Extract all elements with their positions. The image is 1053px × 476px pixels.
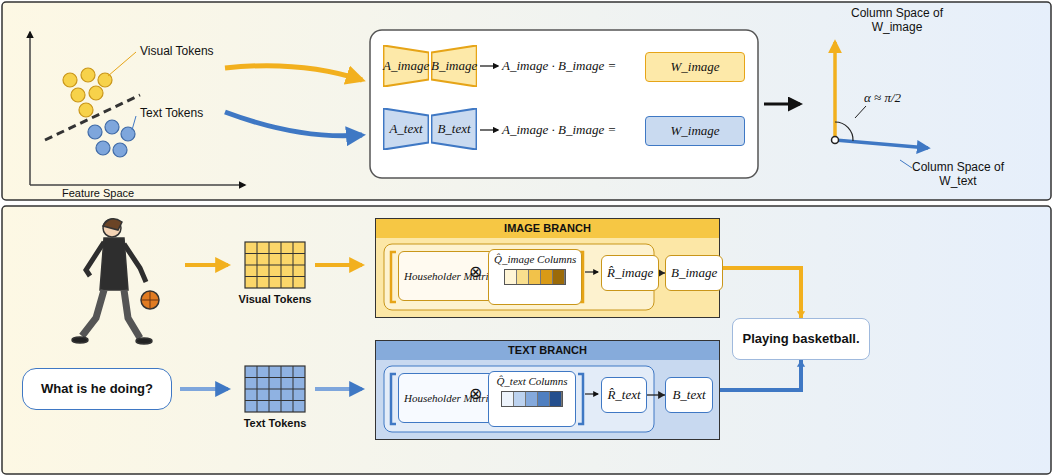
small-arrow: [480, 65, 498, 66]
annotation-label: Feature Space: [62, 187, 172, 200]
column-cell: [541, 270, 553, 284]
node-text: Q̂_text Columns: [496, 375, 567, 388]
small-arrow: [585, 271, 598, 272]
process-box: W_image: [645, 52, 745, 82]
column-strip: [501, 391, 563, 407]
small-arrow: [585, 393, 598, 394]
branch-band: TEXT BRANCH Householder MatrixQ̂_text Col…: [375, 340, 720, 440]
annotation-label: Visual Tokens: [140, 44, 250, 58]
lora-matrix: B_text: [431, 108, 477, 150]
process-box: What is he doing?: [22, 368, 172, 410]
process-box: Householder Matrix: [398, 251, 500, 301]
connector: [720, 268, 805, 318]
lora-matrix: A_image: [383, 45, 429, 87]
column-cell: [538, 392, 550, 406]
process-box: Q̂_image Columns: [488, 249, 582, 305]
column-cell: [517, 270, 529, 284]
column-cell: [505, 270, 517, 284]
annotation-label: Text Tokens: [232, 417, 318, 430]
annotation-label: α ≈ π/2: [864, 90, 934, 106]
node-text: B_text: [672, 388, 705, 403]
node-text: Playing basketball.: [742, 332, 859, 347]
lora-matrix: A_text: [383, 108, 429, 150]
column-cell: [550, 392, 562, 406]
branch-band: IMAGE BRANCH Householder MatrixQ̂_image C…: [375, 218, 720, 318]
branch-title: IMAGE BRANCH: [376, 222, 719, 235]
node-text: A_text: [389, 122, 422, 137]
connector: [647, 391, 665, 399]
column-cell: [502, 392, 514, 406]
lora-matrix: B_image: [431, 45, 477, 87]
visual-token-grid: [245, 242, 305, 288]
column-strip: [504, 269, 566, 285]
annotation-label: A_image · B_image =: [502, 122, 642, 138]
annotation-label: Column Space of W_text: [898, 160, 1018, 189]
lora-container: [370, 30, 758, 178]
node-text: R̂_image: [607, 266, 653, 281]
process-box: R̂_image: [601, 255, 659, 291]
annotation-label: ⊗: [465, 384, 485, 403]
annotation-label: A_image · B_image =: [502, 58, 642, 74]
node-text: B_image: [671, 266, 717, 281]
bottom-panel: [2, 206, 1051, 474]
process-box: Playing basketball.: [732, 318, 870, 360]
person-illustration: [72, 219, 159, 344]
image-branch-header: [375, 218, 720, 238]
node-text: What is he doing?: [41, 382, 153, 397]
node-text: W_image: [670, 124, 719, 139]
process-box: B_image: [665, 255, 723, 291]
arrowhead: [797, 311, 805, 318]
visual-flow-arrow: [225, 66, 362, 80]
node-text: R̂_text: [607, 388, 640, 403]
column-cell: [514, 392, 526, 406]
node-text: A_image: [383, 59, 429, 74]
process-box: Q̂_text Columns: [488, 371, 576, 427]
big-arrow: [764, 103, 800, 106]
column-cell: [526, 392, 538, 406]
image-inner-container: [384, 244, 654, 310]
annotation-label: Visual Tokens: [232, 293, 318, 306]
node-text: B_image: [431, 59, 477, 74]
process-box: B_text: [665, 377, 713, 413]
node-text: Q̂_image Columns: [494, 253, 576, 266]
text-flow-arrow: [225, 112, 362, 136]
text-inner-container: [384, 366, 654, 432]
text-branch-header: [375, 340, 720, 360]
process-box: Householder Matrix: [398, 373, 500, 423]
arrowhead: [658, 269, 665, 277]
arrowhead: [797, 360, 805, 367]
column-cell: [529, 270, 541, 284]
column-cell: [553, 270, 565, 284]
annotation-label: Text Tokens: [140, 106, 250, 120]
node-text: W_image: [670, 60, 719, 75]
small-arrow: [480, 129, 498, 130]
node-text: B_text: [437, 122, 470, 137]
branch-title: TEXT BRANCH: [376, 344, 719, 357]
annotation-label: ⊗: [465, 262, 485, 281]
connector: [658, 269, 665, 277]
top-panel: [2, 2, 1051, 200]
connector: [720, 360, 805, 390]
text-token-grid: [245, 366, 305, 412]
arrowhead: [658, 391, 665, 399]
text-branch-fill: [375, 340, 720, 440]
process-box: W_image: [645, 116, 745, 146]
process-box: R̂_text: [601, 377, 647, 413]
annotation-label: Column Space of W_image: [842, 6, 952, 35]
